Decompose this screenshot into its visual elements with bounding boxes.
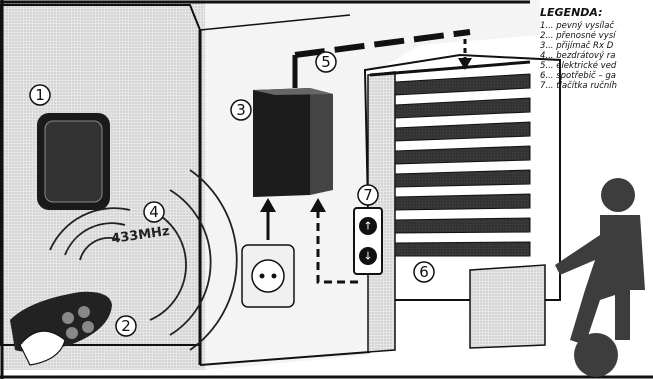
marker-1-circle — [29, 84, 51, 106]
marker-5: 5 — [321, 53, 331, 71]
marker-2: 2 — [121, 317, 131, 335]
arrow-up-icon — [310, 198, 326, 212]
radio-waves — [49, 169, 238, 351]
marker-6: 6 — [419, 263, 429, 281]
legend-item: 7... tlačítka ručníh — [540, 80, 617, 91]
legend-item: 5... elektrické ved — [540, 60, 617, 71]
legend: LEGENDA: 1... pevný vysílač 2... přenosn… — [540, 6, 617, 91]
legend-title: LEGENDA: — [540, 6, 603, 19]
arrow-down-icon — [458, 58, 472, 70]
number-markers — [29, 51, 435, 337]
marker-3: 3 — [236, 101, 246, 119]
connection-arrows — [260, 198, 360, 284]
marker-5-circle — [315, 51, 337, 73]
door-slats — [394, 73, 531, 257]
ball — [574, 333, 618, 377]
up-button-icon: ↑ — [363, 220, 372, 233]
legend-item: 6... spotřebič – ga — [540, 70, 616, 81]
receiver-unit — [253, 88, 333, 197]
marker-3-circle — [230, 99, 252, 121]
marker-2-circle — [115, 315, 137, 337]
legend-item: 3... přijímač Rx D — [540, 40, 614, 51]
wall-transmitter — [37, 113, 110, 210]
marker-7: 7 — [363, 186, 373, 204]
marker-6-circle — [413, 261, 435, 283]
down-button-icon: ↓ — [363, 250, 372, 263]
marker-4: 4 — [149, 203, 159, 221]
legend-item: 2... přenosné vysí — [540, 30, 617, 41]
hand — [19, 330, 66, 366]
legend-item: 1... pevný vysílač — [540, 20, 614, 31]
arrow-up-icon — [260, 198, 276, 212]
handheld-remote — [10, 291, 112, 366]
marker-4-circle — [143, 201, 165, 223]
wall-socket — [241, 244, 295, 308]
manual-buttons: ↑ ↓ — [353, 207, 383, 275]
box-on-floor — [469, 264, 546, 349]
garage-door — [363, 53, 561, 353]
legend-item: 4... bezdrátový ra — [540, 51, 615, 61]
person-silhouette — [555, 178, 645, 377]
power-line — [292, 29, 472, 88]
marker-1: 1 — [35, 86, 45, 104]
marker-7-circle — [357, 184, 379, 206]
